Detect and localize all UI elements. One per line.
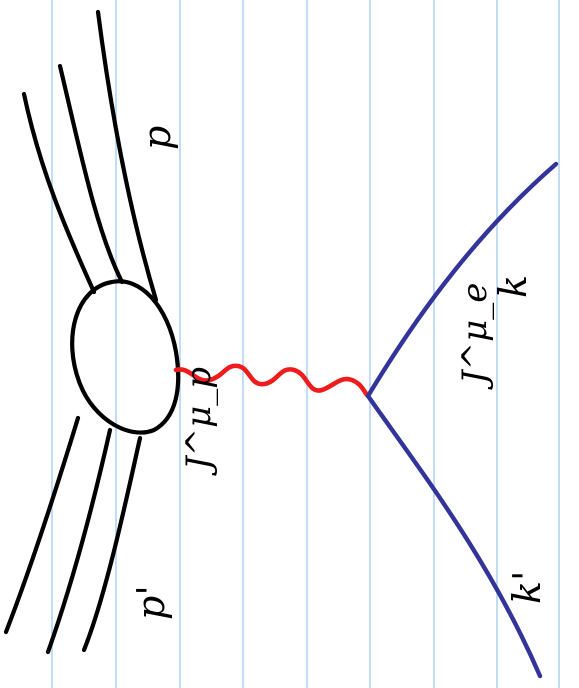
incoming-proton-lines [21, 9, 159, 303]
label-incoming-proton: p [135, 126, 179, 150]
label-leptonic-current-text: J^μ_e [455, 283, 495, 390]
outgoing-proton-lines [3, 415, 143, 655]
label-leptonic-current: J^μ_e [455, 283, 495, 390]
label-hadronic-current: J^μ_p [179, 367, 219, 476]
photon-propagator [173, 363, 371, 399]
label-outgoing-proton-text: p' [129, 585, 173, 620]
hadronic-blob [70, 279, 181, 435]
label-incoming-proton-text: p [135, 126, 179, 150]
label-incoming-lepton: k [491, 275, 535, 298]
label-outgoing-lepton-text: k' [505, 571, 549, 604]
label-outgoing-proton: p' [129, 585, 173, 620]
label-hadronic-current-text: J^μ_p [179, 367, 219, 476]
notebook-ruling [51, 0, 560, 688]
label-outgoing-lepton: k' [505, 571, 549, 604]
outgoing-lepton-line [365, 393, 543, 679]
incoming-lepton-line [365, 161, 559, 399]
label-incoming-lepton-text: k [491, 275, 535, 298]
lepton-lines [365, 161, 559, 679]
